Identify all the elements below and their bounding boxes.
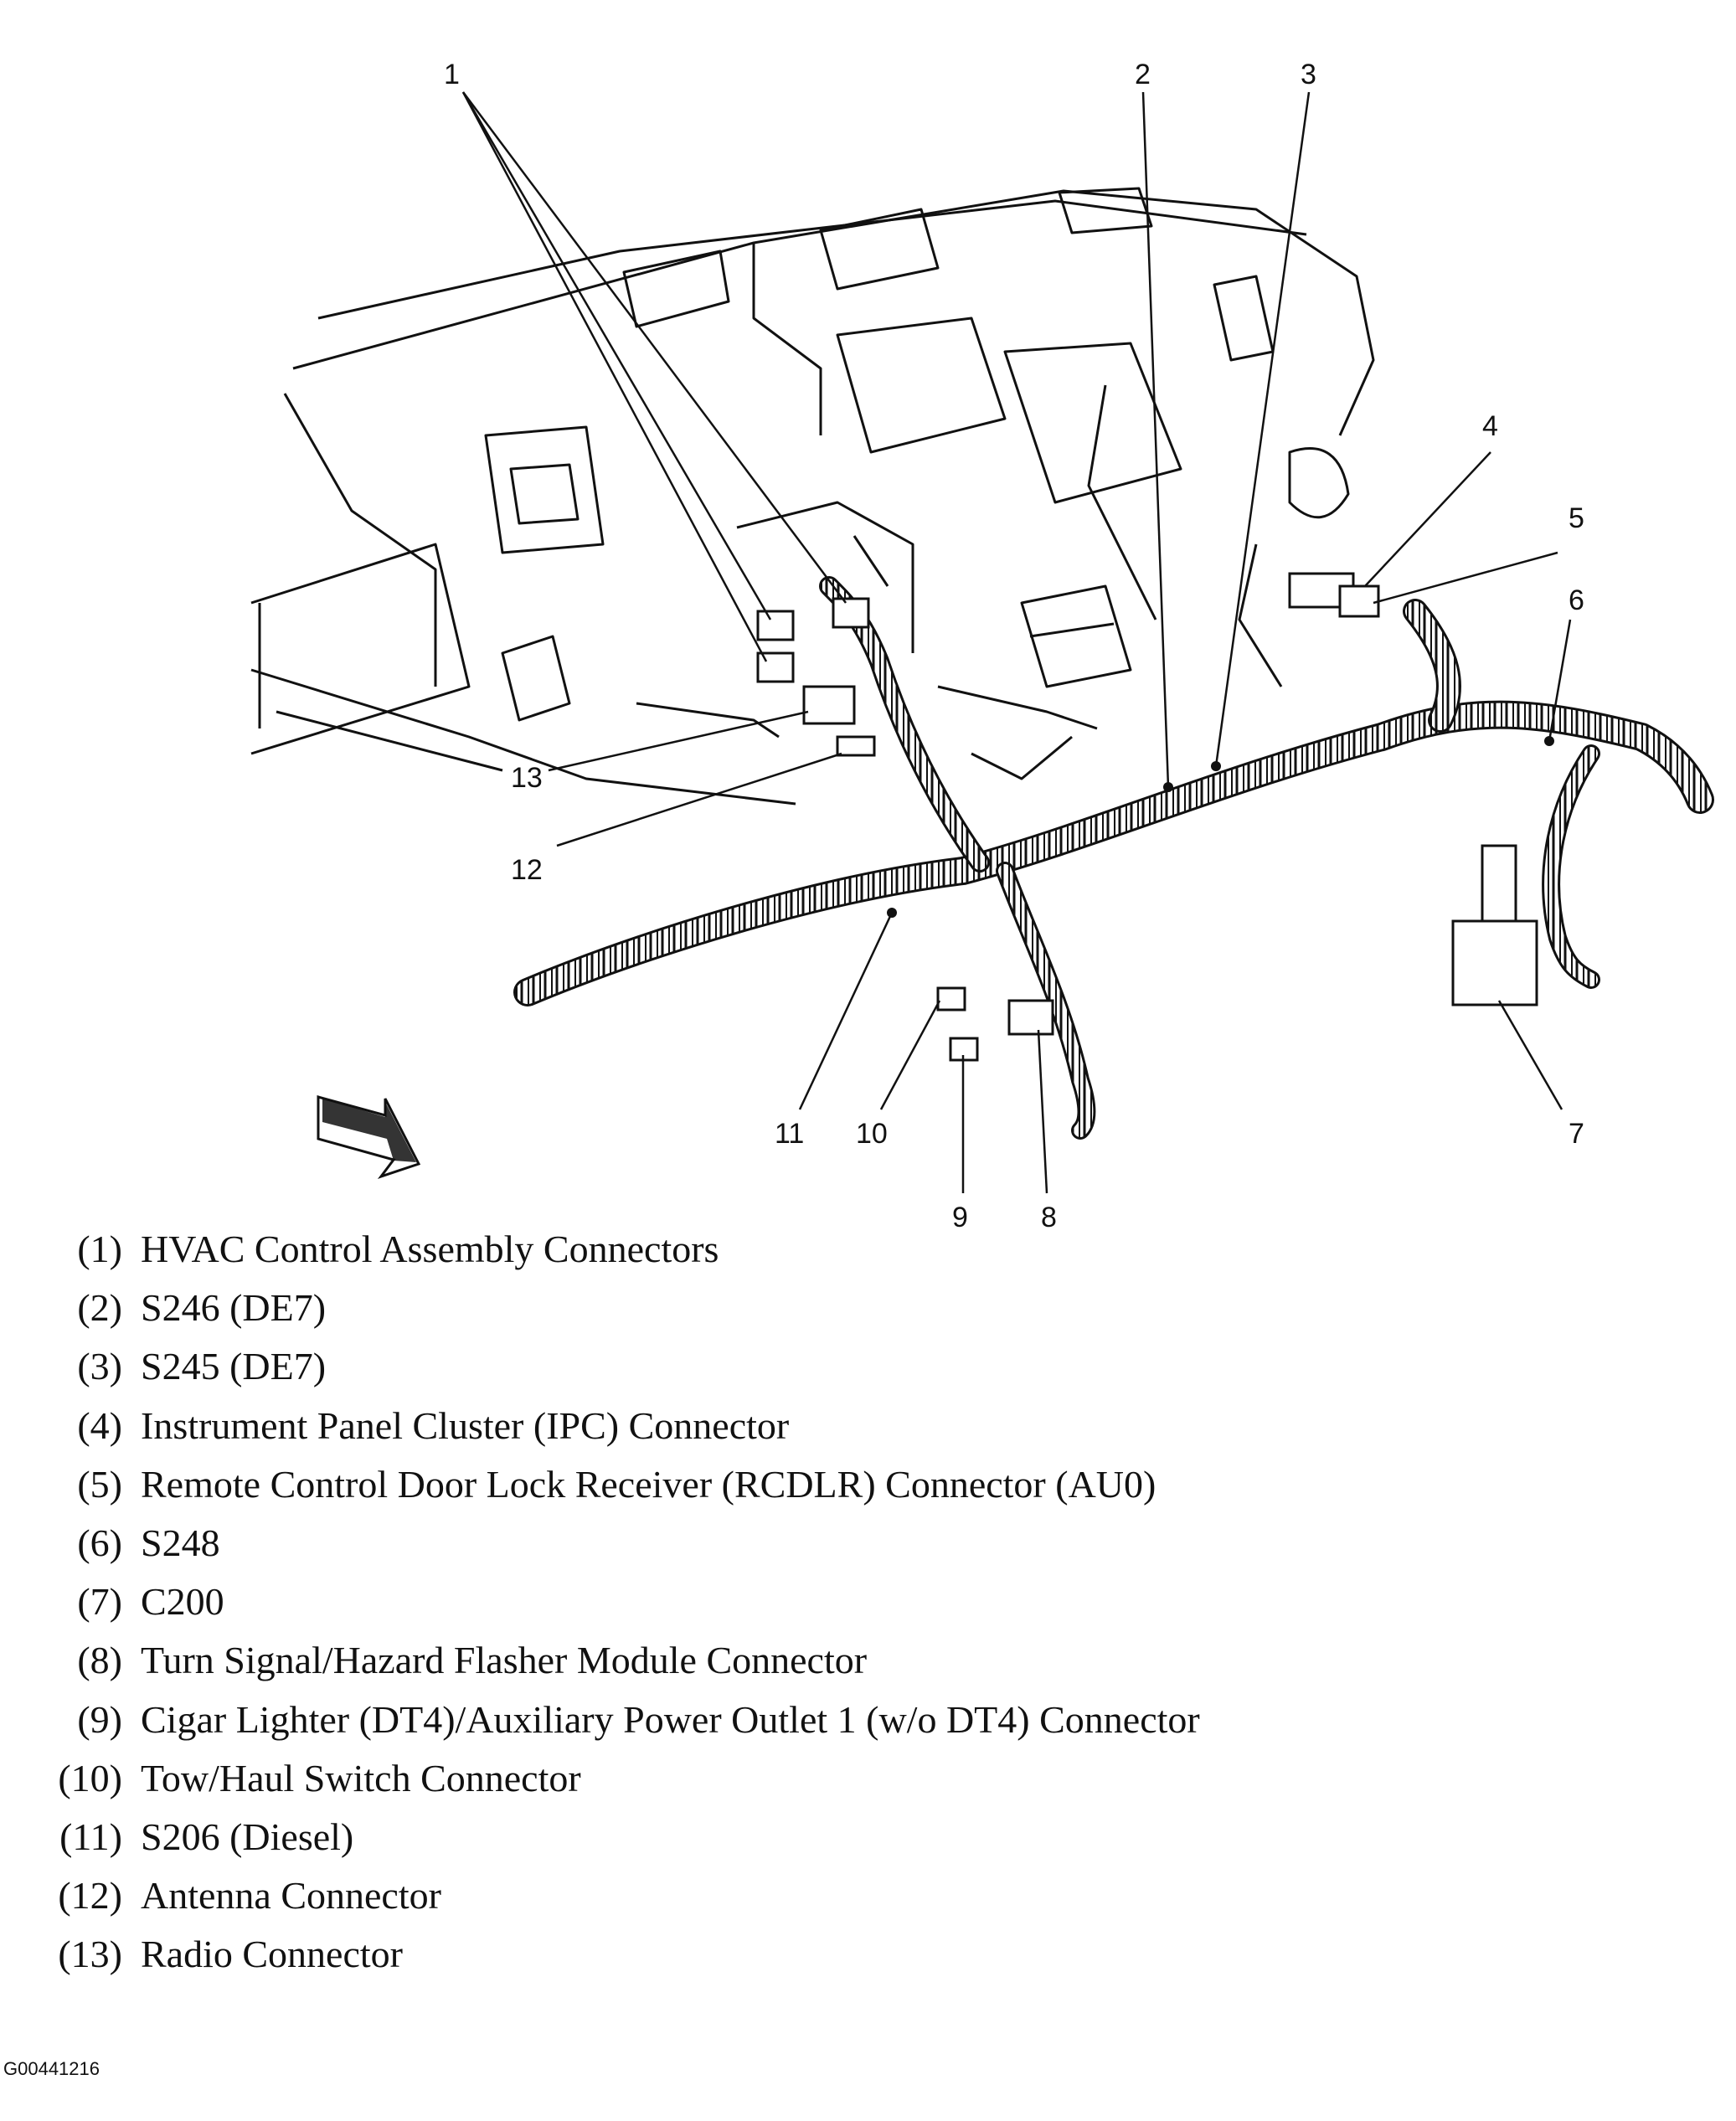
- legend-item: (12) Antenna Connector: [33, 1873, 1625, 1932]
- legend-item: (9) Cigar Lighter (DT4)/Auxiliary Power …: [33, 1697, 1625, 1756]
- wiring-harness-diagram: 1 2 3 4 5 6 7 8 9 10 11 12 13: [250, 59, 1714, 1233]
- legend-description: S206 (Diesel): [141, 1815, 354, 1858]
- legend-number: (3): [77, 1345, 122, 1388]
- legend-number: (1): [77, 1228, 122, 1270]
- callout-7: 7: [1569, 1118, 1584, 1150]
- legend-number: (4): [77, 1403, 122, 1447]
- legend-description: S248: [141, 1521, 220, 1564]
- leader-lines: [461, 91, 1572, 1194]
- callout-8: 8: [1041, 1202, 1057, 1233]
- c200-connector: [1451, 919, 1538, 1006]
- legend-description: HVAC Control Assembly Connectors: [141, 1228, 719, 1270]
- connector-shapes: [756, 572, 1538, 1062]
- callout-13: 13: [511, 762, 543, 794]
- callout-3: 3: [1301, 59, 1316, 90]
- hvac-connector: [756, 610, 795, 641]
- flasher-module-connector: [1007, 999, 1054, 1036]
- tow-haul-connector: [936, 986, 966, 1012]
- legend-item: (4) Instrument Panel Cluster (IPC) Conne…: [33, 1403, 1625, 1462]
- callout-6: 6: [1569, 584, 1584, 616]
- legend-number: (6): [77, 1521, 122, 1564]
- legend-item: (1) HVAC Control Assembly Connectors: [33, 1227, 1625, 1285]
- legend-number: (5): [77, 1462, 122, 1506]
- legend-number: (11): [59, 1815, 122, 1858]
- legend-item: (3) S245 (DE7): [33, 1344, 1625, 1403]
- legend-description: Cigar Lighter (DT4)/Auxiliary Power Outl…: [141, 1697, 1200, 1741]
- callout-4: 4: [1482, 410, 1498, 442]
- legend-description: Antenna Connector: [141, 1874, 441, 1918]
- legend-item: (6) S248: [33, 1521, 1625, 1579]
- callout-labels: 1 2 3 4 5 6 7 8 9 10 11 12 13: [444, 59, 1584, 1233]
- instrument-panel-frame: [250, 187, 1375, 806]
- callout-10: 10: [856, 1118, 888, 1150]
- legend-item: (5) Remote Control Door Lock Receiver (R…: [33, 1462, 1625, 1521]
- legend-description: S245 (DE7): [141, 1345, 327, 1388]
- callout-12: 12: [511, 854, 543, 886]
- antenna-connector: [836, 735, 876, 757]
- legend-number: (2): [77, 1286, 122, 1330]
- legend-item: (8) Turn Signal/Hazard Flasher Module Co…: [33, 1638, 1625, 1696]
- callout-1: 1: [444, 59, 460, 90]
- legend-item: (2) S246 (DE7): [33, 1285, 1625, 1344]
- callout-9: 9: [952, 1202, 968, 1233]
- legend-description: Instrument Panel Cluster (IPC) Connector: [141, 1403, 790, 1447]
- legend-description: S246 (DE7): [141, 1286, 327, 1330]
- wiring-harness: [513, 576, 1714, 1140]
- legend-number: (12): [58, 1874, 122, 1918]
- radio-connector: [802, 685, 856, 725]
- figure-id: G00441216: [3, 2058, 100, 2079]
- legend-number: (13): [58, 1933, 122, 1976]
- c200-connector-upper: [1481, 844, 1517, 923]
- legend-item: (7) C200: [33, 1579, 1625, 1638]
- component-legend: (1) HVAC Control Assembly Connectors (2)…: [33, 1227, 1625, 1990]
- hvac-connector: [756, 651, 795, 683]
- legend-number: (10): [58, 1756, 122, 1799]
- callout-2: 2: [1135, 59, 1151, 90]
- split-markers: [887, 736, 1554, 918]
- legend-description: Remote Control Door Lock Receiver (RCDLR…: [141, 1462, 1156, 1506]
- legend-number: (7): [77, 1580, 122, 1624]
- hvac-connector: [832, 597, 870, 629]
- legend-item: (13) Radio Connector: [33, 1932, 1625, 1990]
- legend-description: Tow/Haul Switch Connector: [141, 1756, 581, 1799]
- legend-description: C200: [141, 1580, 224, 1624]
- callout-5: 5: [1569, 502, 1584, 534]
- legend-description: Turn Signal/Hazard Flasher Module Connec…: [141, 1639, 868, 1682]
- callout-11: 11: [775, 1118, 804, 1150]
- legend-item: (11) S206 (Diesel): [33, 1815, 1625, 1873]
- legend-item: (10) Tow/Haul Switch Connector: [33, 1756, 1625, 1815]
- rcdlr-connector: [1338, 584, 1380, 618]
- legend-description: Radio Connector: [141, 1933, 403, 1976]
- legend-number: (9): [77, 1697, 122, 1741]
- legend-number: (8): [77, 1639, 122, 1682]
- forward-arrow-icon: [317, 1095, 421, 1179]
